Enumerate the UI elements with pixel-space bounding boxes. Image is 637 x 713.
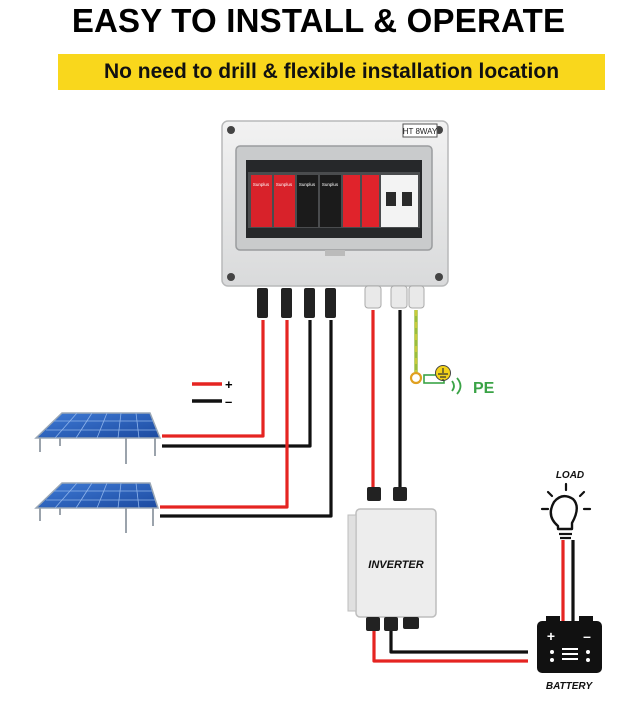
wire-legend: + –	[192, 377, 233, 409]
load-label: LOAD	[556, 470, 584, 481]
subtitle-banner: No need to drill & flexible installation…	[58, 54, 605, 90]
subtitle-text: No need to drill & flexible installation…	[103, 60, 560, 83]
load-bulb-icon: LOAD	[540, 470, 592, 540]
battery-negative-wire	[389, 630, 528, 654]
battery-icon: + – BATTERY	[537, 616, 602, 692]
battery-minus-sign: –	[583, 628, 591, 644]
legend-minus-label: –	[225, 394, 232, 409]
pe-label: PE	[473, 380, 495, 397]
battery-plus-sign: +	[547, 628, 555, 644]
module-brand-1: Sunplus	[253, 182, 270, 187]
spd-modules: Sunplus Sunplus Sunplus Sunplus	[251, 175, 418, 227]
legend-plus-label: +	[225, 377, 233, 392]
combiner-box: HT 8WAY Sunplus Sunplus Sunplus Sunplus	[221, 120, 449, 318]
pe-ground: PE	[409, 365, 495, 397]
mc4-connectors	[257, 288, 336, 318]
solar-panel-2	[34, 482, 160, 533]
panel2-positive-wire	[160, 320, 289, 509]
battery-positive-wire	[372, 630, 528, 663]
battery-label: BATTERY	[546, 681, 594, 692]
module-brand-2: Sunplus	[276, 182, 293, 187]
inverter: INVERTER	[347, 487, 437, 631]
page-title: EASY TO INSTALL & OPERATE	[71, 2, 566, 39]
module-brand-4: Sunplus	[322, 182, 339, 187]
panel1-positive-wire	[162, 320, 265, 438]
panel2-negative-wire	[160, 320, 333, 518]
solar-panel-1	[34, 412, 162, 464]
panel1-negative-wire	[162, 320, 312, 448]
module-brand-3: Sunplus	[299, 182, 316, 187]
box-model-label: HT 8WAY	[403, 127, 438, 136]
cable-glands	[364, 285, 425, 309]
inverter-label: INVERTER	[368, 559, 423, 571]
wires	[160, 310, 575, 663]
